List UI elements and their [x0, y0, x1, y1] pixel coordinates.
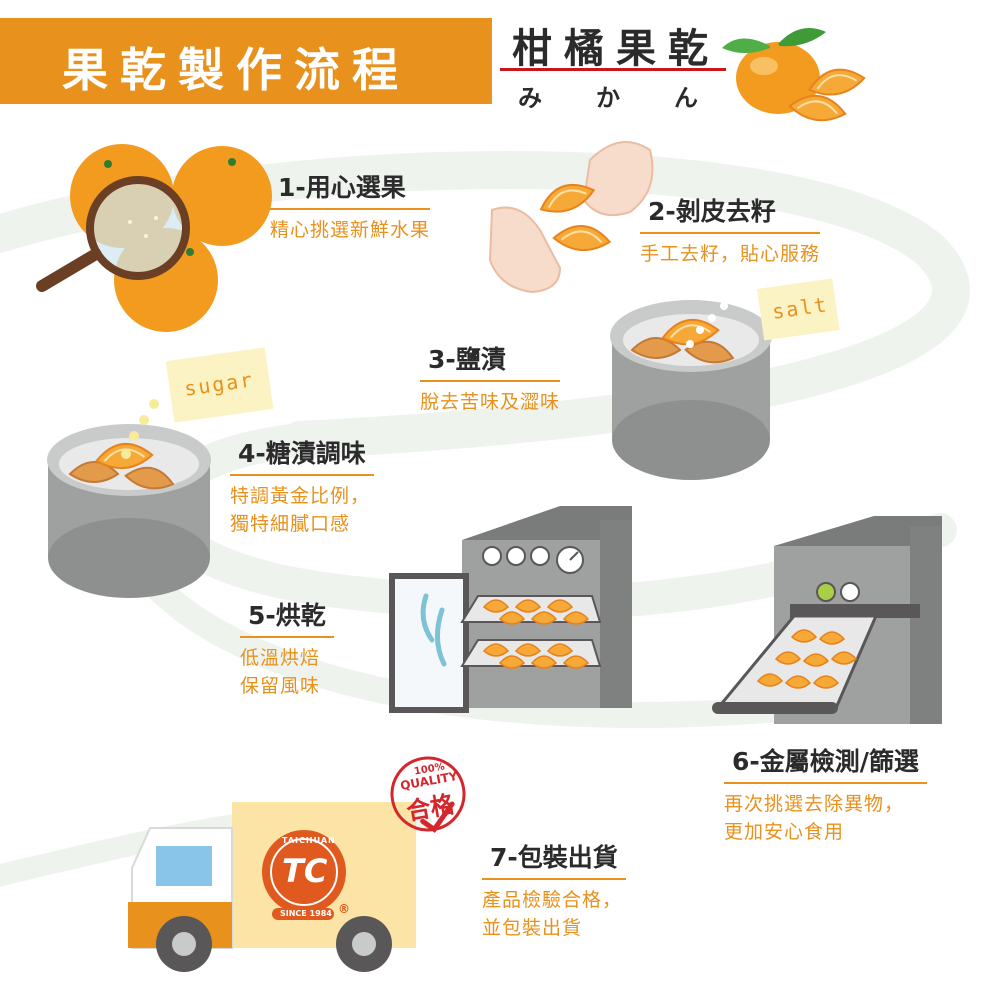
product-title-underline	[500, 68, 726, 71]
product-kana: みかん	[518, 78, 752, 113]
step-3: 3-鹽漬 脫去苦味及澀味	[420, 340, 561, 416]
logo-arc-text: TAICHUAN	[282, 836, 336, 845]
product-kana-char: ん	[674, 84, 698, 112]
sugar-pot-icon	[47, 399, 211, 598]
company-logo	[262, 830, 346, 920]
product-kana-char: み	[518, 84, 542, 112]
step-title: 1-用心選果	[270, 168, 431, 210]
page-title: 果乾製作流程	[62, 43, 410, 97]
step-desc: 更加安心食用	[724, 821, 845, 843]
title-banner	[0, 18, 492, 104]
product-title: 柑橘果乾	[512, 26, 720, 72]
step-desc: 低溫烘焙	[240, 647, 321, 669]
step-desc: 保留風味	[240, 675, 321, 697]
step-desc: 再次挑選去除異物，	[724, 793, 905, 815]
step-2: 2-剝皮去籽 手工去籽，貼心服務	[640, 192, 821, 268]
step-desc: 特調黃金比例，	[230, 485, 371, 507]
dryer-oven-icon	[389, 506, 632, 713]
hands-peeling-icon	[488, 141, 654, 294]
step-desc: 精心挑選新鮮水果	[270, 219, 431, 241]
step-5: 5-烘乾 低溫烘焙 保留風味	[240, 596, 334, 700]
logo-since: SINCE 1984	[280, 909, 332, 918]
step-title: 4-糖漬調味	[230, 434, 374, 476]
step-title: 6-金屬檢測/篩選	[724, 742, 927, 784]
step-6: 6-金屬檢測/篩選 再次挑選去除異物， 更加安心食用	[724, 742, 927, 846]
step-desc: 手工去籽，貼心服務	[640, 243, 821, 265]
step-title: 7-包裝出貨	[482, 838, 626, 880]
magnifier-icon	[36, 176, 190, 292]
step-desc: 並包裝出貨	[482, 917, 583, 939]
step-1: 1-用心選果 精心挑選新鮮水果	[270, 168, 431, 244]
step-7: 7-包裝出貨 產品檢驗合格， 並包裝出貨	[482, 838, 626, 942]
step-desc: 產品檢驗合格，	[482, 889, 623, 911]
step-desc: 獨特細膩口感	[230, 513, 351, 535]
step-4: 4-糖漬調味 特調黃金比例， 獨特細膩口感	[230, 434, 374, 538]
product-kana-char: か	[596, 84, 620, 112]
step-title: 5-烘乾	[240, 596, 334, 638]
logo-mark: TC	[282, 852, 328, 890]
sugar-tag-icon	[165, 347, 274, 423]
step-title: 2-剝皮去籽	[640, 192, 821, 234]
logo-registered: ®	[338, 902, 350, 916]
salt-tag-icon	[756, 278, 840, 341]
quality-stamp-icon	[390, 756, 466, 833]
step-title: 3-鹽漬	[420, 340, 561, 382]
salt-pot-icon	[610, 300, 772, 480]
metal-detector-icon	[712, 516, 942, 724]
mandarin-orange-icon	[722, 28, 868, 125]
step-desc: 脫去苦味及澀味	[420, 391, 561, 413]
